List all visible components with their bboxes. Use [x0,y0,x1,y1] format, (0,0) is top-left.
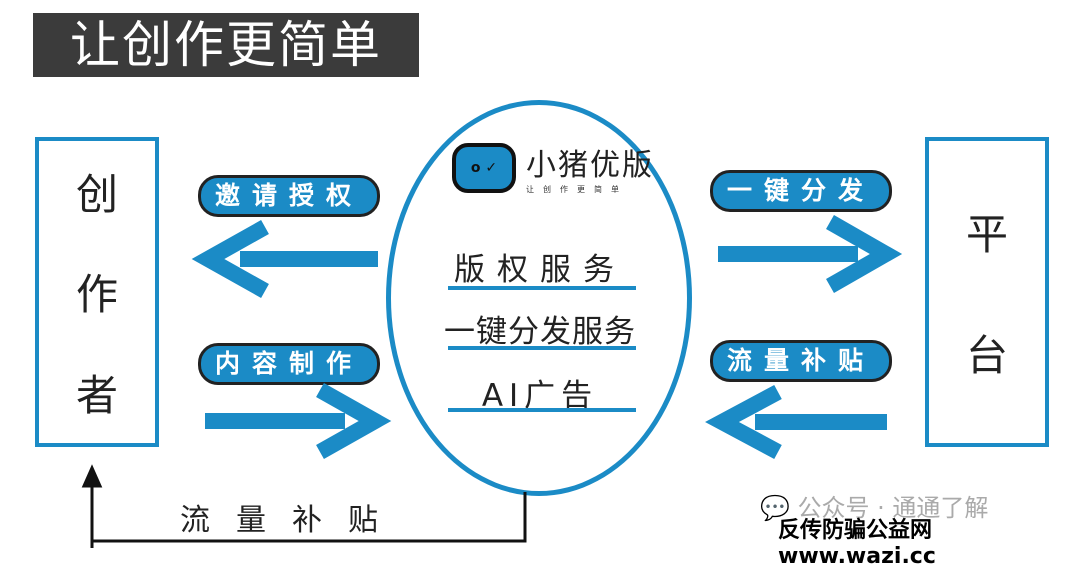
platform-box: 平 台 [925,137,1049,447]
creator-char: 者 [75,371,118,421]
pill-distribute: 一键分发 [710,170,892,212]
center-oval [386,100,692,496]
platform-char: 平 [965,210,1008,259]
logo: o ✓ 小猪优版 让创作更简单 [452,140,654,195]
pill-traffic: 流量补贴 [710,340,892,382]
underline [448,286,636,290]
service-distribution: 一键分发服务 [444,314,636,350]
underline [448,408,636,412]
wechat-icon: 💬 [760,494,790,522]
logo-slogan: 让创作更简单 [526,185,628,194]
watermark-site: 反传防骗公益网 www.wazi.cc [778,518,936,569]
bottom-traffic-label: 流量补贴 [180,503,404,538]
page-title: 让创作更简单 [33,13,419,77]
platform-char: 台 [965,331,1008,380]
arrow-left-icon [191,220,378,298]
arrow-right-icon [718,215,903,293]
arrow-right-icon [205,383,392,459]
arrows [81,215,903,548]
arrow-left-icon [705,384,887,460]
creator-char: 创 [75,169,118,219]
watermark-wechat-text: 公众号 · 通通了解 [797,494,989,522]
creator-box: 创 作 者 [35,137,159,447]
pill-content: 内容制作 [198,343,380,385]
pill-invite: 邀请授权 [198,175,380,217]
watermark-wechat: 💬 公众号 · 通通了解 [760,488,988,523]
logo-name: 小猪优版 [526,148,654,183]
creator-char: 作 [75,270,118,320]
bottom-bracket [81,464,527,548]
logo-face-icon: o ✓ [452,142,516,193]
service-copyright: 版权服务 [454,252,626,288]
underline [448,346,636,350]
